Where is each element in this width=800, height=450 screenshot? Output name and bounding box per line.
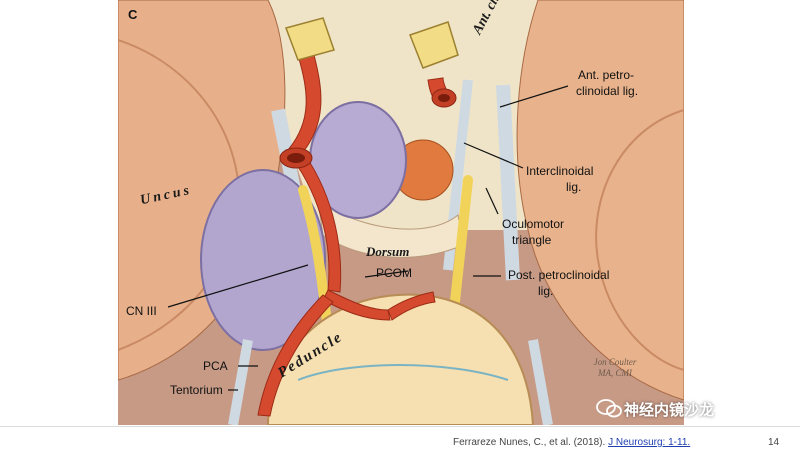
label-oculomotor-1: Oculomotor: [502, 217, 565, 231]
label-ant-petroclinoidal-2: clinoidal lig.: [576, 84, 639, 98]
label-pca: PCA: [203, 359, 228, 373]
footer-divider: [0, 426, 800, 427]
illustration-svg: [118, 0, 684, 425]
citation: Ferrareze Nunes, C., et al. (2018). J Ne…: [453, 437, 690, 448]
label-pcom: PCOM: [376, 266, 412, 280]
page-number: 14: [768, 437, 780, 448]
citation-link[interactable]: J Neurosurg: 1-11.: [608, 437, 691, 448]
label-cn-iii: CN III: [126, 304, 157, 318]
label-post-petroclinoidal-2: lig.: [538, 284, 554, 298]
label-tentorium: Tentorium: [170, 383, 223, 397]
label-interclinoidal-2: lig.: [566, 180, 582, 194]
label-interclinoidal-1: Interclinoidal: [526, 164, 594, 178]
cyst-left: [200, 169, 326, 351]
label-post-petroclinoidal-1: Post. petroclinoidal: [508, 268, 610, 282]
label-ant-petroclinoidal-1: Ant. petro-: [578, 68, 635, 82]
slide-footer: [0, 426, 800, 450]
watermark-text: 神经内镜沙龙: [624, 402, 715, 419]
anatomy-illustration: Uncus Ant. clinoid Dorsum Peduncle Ant. …: [118, 0, 684, 425]
citation-text: Ferrareze Nunes, C., et al. (2018).: [453, 437, 609, 448]
petroclinoidal-ligament: [496, 84, 520, 281]
panel-letter: C: [128, 7, 138, 22]
artist-signature: Jon Coulter MA, CMI: [593, 357, 637, 378]
wechat-icon: [596, 399, 622, 418]
label-oculomotor-2: triangle: [512, 233, 552, 247]
label-dorsum: Dorsum: [366, 244, 410, 259]
